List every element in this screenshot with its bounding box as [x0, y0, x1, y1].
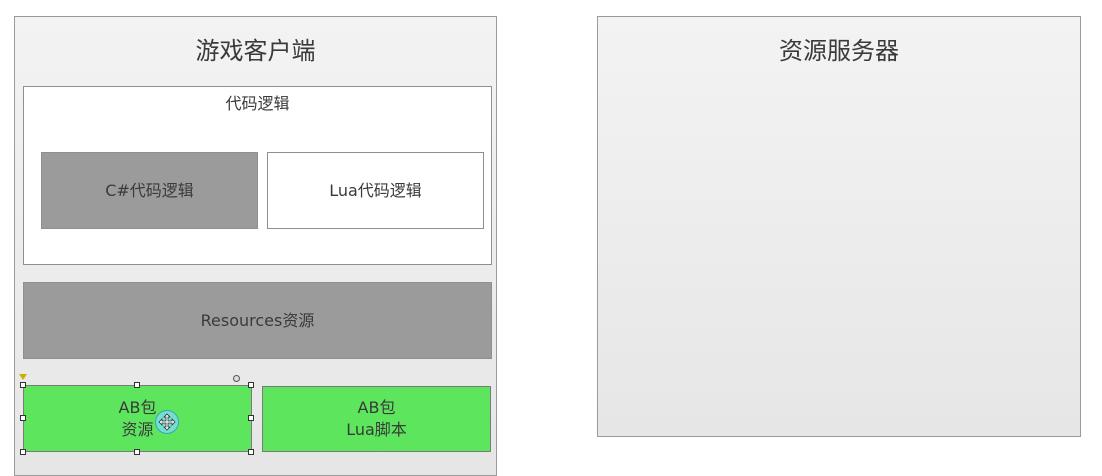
resize-handle-left[interactable] [20, 415, 26, 421]
ab-resources-line2: 资源 [121, 419, 154, 439]
code-logic-title: 代码逻辑 [225, 94, 290, 113]
resources-box[interactable]: Resources资源 [23, 282, 492, 359]
game-client-panel[interactable]: 游戏客户端 代码逻辑 C#代码逻辑 Lua代码逻辑 Resources资源 AB… [14, 16, 497, 476]
csharp-code-box[interactable]: C#代码逻辑 [41, 152, 258, 229]
resource-server-panel[interactable]: 资源服务器 [597, 16, 1081, 437]
csharp-code-label: C#代码逻辑 [105, 180, 194, 200]
rotate-handle-icon[interactable] [233, 375, 240, 382]
resize-handle-bottom-right[interactable] [248, 449, 254, 455]
resize-handle-bottom-left[interactable] [20, 449, 26, 455]
lua-code-label: Lua代码逻辑 [329, 180, 422, 200]
ab-lua-line1: AB包 [357, 398, 396, 417]
move-cursor-icon [155, 410, 179, 434]
resource-server-title: 资源服务器 [779, 37, 899, 65]
resize-handle-right[interactable] [248, 415, 254, 421]
ab-resources-line1: AB包 [118, 397, 157, 417]
ab-resources-box[interactable]: AB包 资源 [23, 385, 252, 452]
anchor-marker-icon [19, 374, 27, 380]
resize-handle-bottom[interactable] [134, 449, 140, 455]
resize-handle-top-right[interactable] [248, 382, 254, 388]
ab-lua-line2: Lua脚本 [346, 420, 407, 439]
ab-lua-box[interactable]: AB包 Lua脚本 [262, 386, 491, 452]
game-client-title: 游戏客户端 [195, 37, 316, 65]
resize-handle-top[interactable] [134, 382, 140, 388]
resources-label: Resources资源 [200, 310, 315, 330]
resize-handle-top-left[interactable] [20, 382, 26, 388]
lua-code-box[interactable]: Lua代码逻辑 [267, 152, 484, 229]
